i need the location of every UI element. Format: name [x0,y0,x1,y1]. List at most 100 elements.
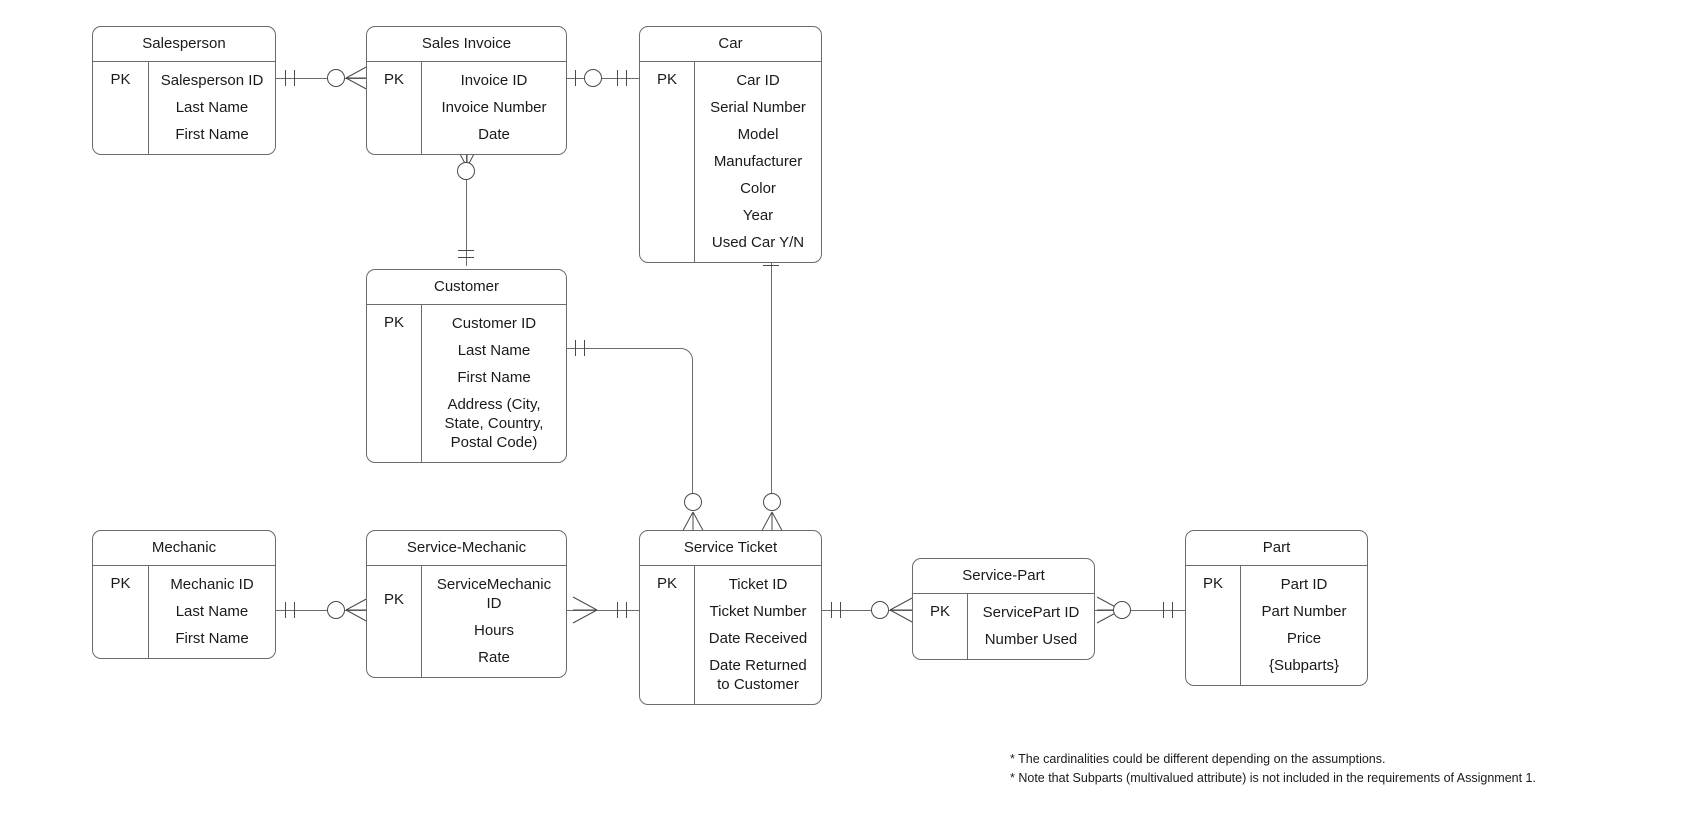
pk-label: PK [640,566,695,704]
entity-service-part[interactable]: Service-Part PK ServicePart ID Number Us… [912,558,1095,660]
pk-label: PK [367,62,422,154]
cardinality-zero-circle [763,493,781,511]
attribute: Color [740,180,776,197]
connector-mechanic-service-mechanic [276,610,369,611]
cardinality-one-bar [763,265,779,266]
connector-sales-invoice-car [567,78,639,79]
cardinality-one-bar [584,340,585,356]
attribute: Customer ID [451,315,537,332]
attribute-multiline: Address (City, State, Country, Postal Co… [444,396,544,451]
connector-service-part-part [1095,610,1185,611]
cardinality-one-bar [1172,602,1173,618]
attribute-multiline: ServiceMechanic ID [436,576,552,612]
entity-title: Service Ticket [640,531,821,566]
attribute: Date [478,126,510,143]
entity-part[interactable]: Part PK Part ID Part Number Price {Subpa… [1185,530,1368,686]
attribute: Invoice Number [441,99,547,116]
cardinality-one-bar [626,602,627,618]
cardinality-crows-foot [889,596,915,624]
attribute: Date Received [708,630,808,647]
cardinality-one-bar [575,70,576,86]
pk-label: PK [913,594,968,659]
pk-label: PK [367,305,422,462]
cardinality-one-bar [458,250,474,251]
cardinality-one-bar [626,70,627,86]
connector-service-mechanic-service-ticket [567,610,639,611]
cardinality-crows-foot [572,596,598,624]
attribute: Serial Number [710,99,806,116]
connector-service-ticket-service-part [822,610,912,611]
attribute: Year [742,207,774,224]
attribute: Manufacturer [713,153,803,170]
entity-sales-invoice[interactable]: Sales Invoice PK Invoice ID Invoice Numb… [366,26,567,155]
attribute: Used Car Y/N [711,234,805,251]
entity-title: Part [1186,531,1367,566]
attribute: Price [1286,630,1322,647]
connector-sales-invoice-customer [466,142,467,266]
connector-car-service-ticket [771,257,772,494]
attribute: Invoice ID [460,72,528,89]
cardinality-zero-circle [457,162,475,180]
entity-customer[interactable]: Customer PK Customer ID Last Name First … [366,269,567,463]
connector-salesperson-sales-invoice [276,78,369,79]
cardinality-one-bar [575,340,576,356]
attribute: Mechanic ID [170,576,254,593]
entity-title: Service-Part [913,559,1094,594]
attribute: ServicePart ID [982,604,1080,621]
cardinality-one-bar [294,602,295,618]
cardinality-one-bar [285,70,286,86]
cardinality-zero-circle [871,601,889,619]
cardinality-one-bar [831,602,832,618]
attribute: First Name [175,630,249,647]
attribute: Last Name [175,603,249,620]
attribute: Last Name [457,342,531,359]
cardinality-zero-circle [684,493,702,511]
entity-service-mechanic[interactable]: Service-Mechanic PK ServiceMechanic ID H… [366,530,567,678]
attribute: First Name [457,369,531,386]
attribute: Last Name [175,99,249,116]
footnote-subparts: * Note that Subparts (multivalued attrib… [1010,771,1536,785]
cardinality-one-bar [1163,602,1164,618]
attribute: First Name [175,126,249,143]
connector-corner [681,348,693,360]
cardinality-one-bar [285,602,286,618]
entity-title: Service-Mechanic [367,531,566,566]
pk-label: PK [367,566,422,677]
entity-title: Mechanic [93,531,275,566]
pk-label: PK [93,62,149,154]
attribute: Hours [473,622,514,639]
cardinality-zero-circle [1113,601,1131,619]
cardinality-one-bar [458,257,474,258]
connector-customer-service-ticket-vertical [692,360,693,494]
attribute-multivalued: {Subparts} [1268,657,1340,674]
attribute: Part Number [1261,603,1347,620]
entity-service-ticket[interactable]: Service Ticket PK Ticket ID Ticket Numbe… [639,530,822,705]
cardinality-zero-circle [327,601,345,619]
pk-label: PK [640,62,695,262]
attribute: Number Used [984,631,1078,648]
attribute: Car ID [736,72,780,89]
entity-title: Salesperson [93,27,275,62]
entity-title: Car [640,27,821,62]
entity-car[interactable]: Car PK Car ID Serial Number Model Manufa… [639,26,822,263]
attribute: Rate [478,649,510,666]
attribute: Salesperson ID [160,72,264,89]
cardinality-one-bar [840,602,841,618]
entity-salesperson[interactable]: Salesperson PK Salesperson ID Last Name … [92,26,276,155]
attribute: Ticket Number [709,603,807,620]
entity-title: Customer [367,270,566,305]
cardinality-zero-circle [327,69,345,87]
footnote-cardinalities: * The cardinalities could be different d… [1010,752,1386,766]
attribute: Model [737,126,779,143]
connector-customer-service-ticket [567,348,681,349]
cardinality-zero-circle [584,69,602,87]
cardinality-one-bar [617,602,618,618]
footnotes: * The cardinalities could be different d… [1010,750,1536,788]
pk-label: PK [1186,566,1241,685]
cardinality-one-bar [294,70,295,86]
attribute-multiline: Date Returned to Customer [709,657,807,693]
entity-title: Sales Invoice [367,27,566,62]
attribute: Ticket ID [728,576,788,593]
entity-mechanic[interactable]: Mechanic PK Mechanic ID Last Name First … [92,530,276,659]
